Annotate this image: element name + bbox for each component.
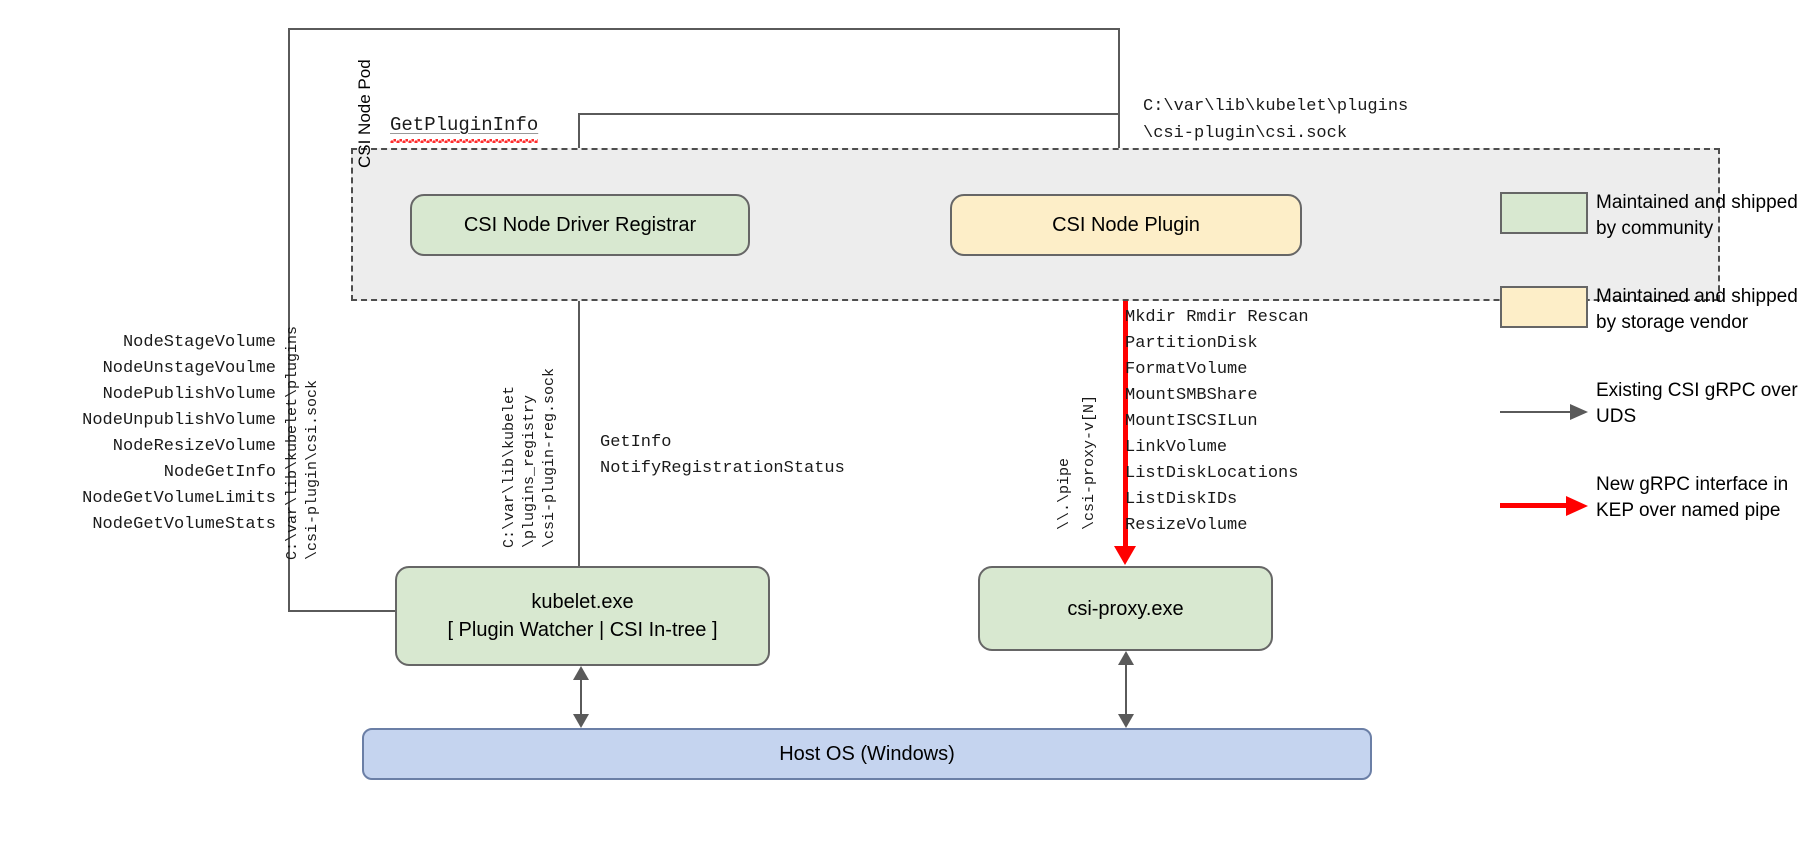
legend-row: New gRPC interface in KEP over named pip… <box>1500 472 1800 524</box>
csi-proxy-api-call-item: PartitionDisk <box>1125 334 1258 353</box>
legend-red-arrow-key <box>1500 472 1596 516</box>
csi-proxy-api-call-item: ResizeVolume <box>1125 516 1248 535</box>
legend-row: Existing CSI gRPC over UDS <box>1500 378 1800 430</box>
connector-kubelet-bottom-horizontal <box>288 610 398 612</box>
label-kubelet-plugins-path-line2: \csi-plugin\csi.sock <box>304 379 321 560</box>
node-kubelet-exe-label: kubelet.exe <box>531 591 634 613</box>
node-api-call-item: NodePublishVolume <box>102 385 276 404</box>
connector-csiproxy-hostos <box>1125 663 1127 720</box>
legend-swatch-key <box>1500 284 1596 328</box>
legend-label: Existing CSI gRPC over UDS <box>1596 380 1798 427</box>
arrowhead-kubelet-hostos-down <box>573 714 589 728</box>
label-named-pipe-path-line2: \csi-proxy-v[N] <box>1081 394 1098 530</box>
legend-gray-arrow-key <box>1500 378 1596 422</box>
connector-nodeplugin-to-csiproxy-red <box>1123 256 1128 548</box>
node-host-os[interactable]: Host OS (Windows) <box>362 728 1372 780</box>
arrowhead-kubelet-hostos-up <box>573 666 589 680</box>
connector-kubelet-to-plugin-left-vertical <box>288 28 290 611</box>
legend-label: Maintained and shipped by storage vendor <box>1596 286 1798 333</box>
csi-proxy-api-call-item: MountSMBShare <box>1125 386 1258 405</box>
legend-label: New gRPC interface in KEP over named pip… <box>1596 474 1789 521</box>
csi-proxy-api-call-item: ListDiskLocations <box>1125 464 1299 483</box>
node-api-call-item: NodeStageVolume <box>122 333 276 352</box>
node-csi-node-driver-registrar-label: CSI Node Driver Registrar <box>463 214 697 236</box>
node-api-call-item: NodeGetInfo <box>163 463 276 482</box>
csi-node-pod-label: CSI Node Pod <box>355 59 374 168</box>
arrowhead-csiproxy-hostos-down <box>1118 714 1134 728</box>
legend-label: Maintained and shipped by community <box>1596 192 1798 239</box>
node-csi-node-plugin[interactable]: CSI Node Plugin <box>950 194 1302 256</box>
label-plugins-registry-path-line3: \csi-plugin-reg.sock <box>541 367 558 548</box>
connector-kubelet-to-plugin-right-vertical <box>1118 28 1120 193</box>
legend-color-swatch <box>1500 192 1588 234</box>
node-api-call-item: NodeGetVolumeLimits <box>82 489 276 508</box>
node-csi-node-driver-registrar[interactable]: CSI Node Driver Registrar <box>410 194 750 256</box>
legend-gray-arrow-icon <box>1500 402 1588 422</box>
node-csi-proxy-exe-label: csi-proxy.exe <box>1067 597 1184 620</box>
csi-proxy-api-call-item: MountISCSILun <box>1125 412 1258 431</box>
legend-swatch-key <box>1500 190 1596 234</box>
node-csi-node-plugin-label: CSI Node Plugin <box>1052 214 1200 236</box>
label-plugins-registry-path-line1: C:\var\lib\kubelet <box>501 385 518 548</box>
node-api-call-item: NodeUnpublishVolume <box>82 411 276 430</box>
connector-kubelet-hostos <box>580 678 582 720</box>
csi-proxy-api-call-item: FormatVolume <box>1125 360 1248 379</box>
node-api-call-item: NodeResizeVolume <box>112 437 276 456</box>
legend-row: Maintained and shipped by storage vendor <box>1500 284 1800 336</box>
legend-color-swatch <box>1500 286 1588 328</box>
arrowhead-into-csiproxy-red <box>1114 546 1136 565</box>
connector-kubelet-to-registrar <box>578 268 580 566</box>
node-host-os-label: Host OS (Windows) <box>779 743 955 765</box>
label-plugins-registry-path-line2: \plugins_registry <box>521 394 538 548</box>
node-api-call-item: NodeGetVolumeStats <box>92 515 276 534</box>
label-get-plugin-info: GetPluginInfo <box>390 114 539 143</box>
node-api-call-item: NodeUnstageVoulme <box>102 359 276 378</box>
arrowhead-csiproxy-hostos-up <box>1118 651 1134 665</box>
label-named-pipe-path-line1: \\.\pipe <box>1056 457 1073 530</box>
connector-getplugininfo-horizontal <box>578 113 1120 115</box>
label-csi-plugin-socket-path-line2: \csi-plugin\csi.sock <box>1143 124 1348 143</box>
legend-red-arrow-icon <box>1500 496 1588 516</box>
csi-proxy-api-call-item: ListDiskIDs <box>1125 490 1238 509</box>
csi-proxy-api-call-item: LinkVolume <box>1125 438 1228 457</box>
node-csi-proxy-exe[interactable]: csi-proxy.exe <box>978 566 1273 651</box>
registrar-api-call-item: NotifyRegistrationStatus <box>600 459 845 478</box>
label-csi-plugin-socket-path-line1: C:\var\lib\kubelet\plugins <box>1143 97 1409 116</box>
label-kubelet-plugins-path-line1: C:\var\lib\kubelet\plugins <box>284 325 301 560</box>
connector-kubelet-to-plugin-top-horizontal <box>288 28 1120 30</box>
registrar-api-call-item: GetInfo <box>600 433 672 452</box>
node-kubelet-exe[interactable]: kubelet.exe [ Plugin Watcher | CSI In-tr… <box>395 566 770 666</box>
node-kubelet-exe-sublabel: [ Plugin Watcher | CSI In-tree ] <box>447 619 718 641</box>
label-csi-plugin-socket-path: C:\var\lib\kubelet\plugins \csi-plugin\c… <box>1143 93 1408 147</box>
csi-proxy-api-call-item: Mkdir Rmdir Rescan <box>1125 308 1309 327</box>
legend-row: Maintained and shipped by community <box>1500 190 1800 242</box>
